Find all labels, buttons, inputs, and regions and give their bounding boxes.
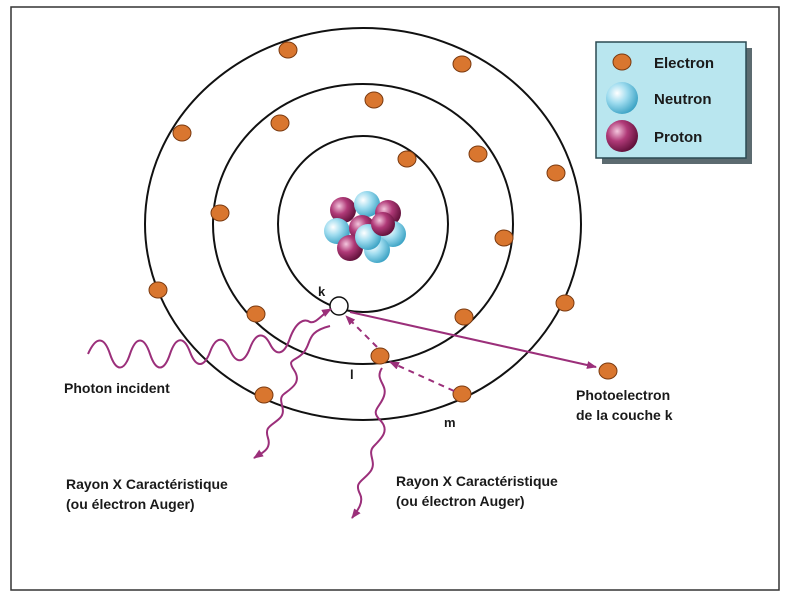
electron-m [453,56,471,72]
electron-m [149,282,167,298]
label-shell-k: k [318,284,326,299]
electron-m [556,295,574,311]
xray-wave-right [352,368,385,518]
label-shell-m: m [444,415,456,430]
electron-k [398,151,416,167]
electron-l [455,309,473,325]
label-xray-right-line1: Rayon X Caractéristique [396,473,558,489]
electron-l [371,348,389,364]
electron-l [469,146,487,162]
electron-l [247,306,265,322]
electron-m [453,386,471,402]
label-photoelectron-line1: Photoelectron [576,387,670,403]
label-photoelectron-line2: de la couche k [576,407,673,423]
k-shell-vacancy [330,297,348,315]
legend: Electron Neutron Proton [596,42,752,164]
nucleus [324,191,406,263]
electron-m [547,165,565,181]
transition-l-to-k [346,316,377,347]
electron-l [271,115,289,131]
label-xray-right-line2: (ou électron Auger) [396,493,525,509]
electron-l [365,92,383,108]
legend-electron-label: Electron [654,55,714,72]
electron-l [211,205,229,221]
legend-proton-icon [606,120,638,152]
legend-neutron-label: Neutron [654,91,712,108]
label-photon-incident: Photon incident [64,380,170,396]
photoelectron [599,363,617,379]
electron-l [495,230,513,246]
transition-m-to-l [390,362,454,391]
legend-neutron-icon [606,82,638,114]
legend-electron-icon [613,54,631,70]
diagram-canvas: Electron Neutron Proton k l m Photon inc… [10,6,780,591]
nucleus-proton [371,212,395,236]
electron-m [255,387,273,403]
legend-proton-label: Proton [654,129,702,146]
label-xray-left-line2: (ou électron Auger) [66,496,195,512]
label-xray-left-line1: Rayon X Caractéristique [66,476,228,492]
electron-m [173,125,191,141]
label-shell-l: l [350,367,354,382]
electron-m [279,42,297,58]
